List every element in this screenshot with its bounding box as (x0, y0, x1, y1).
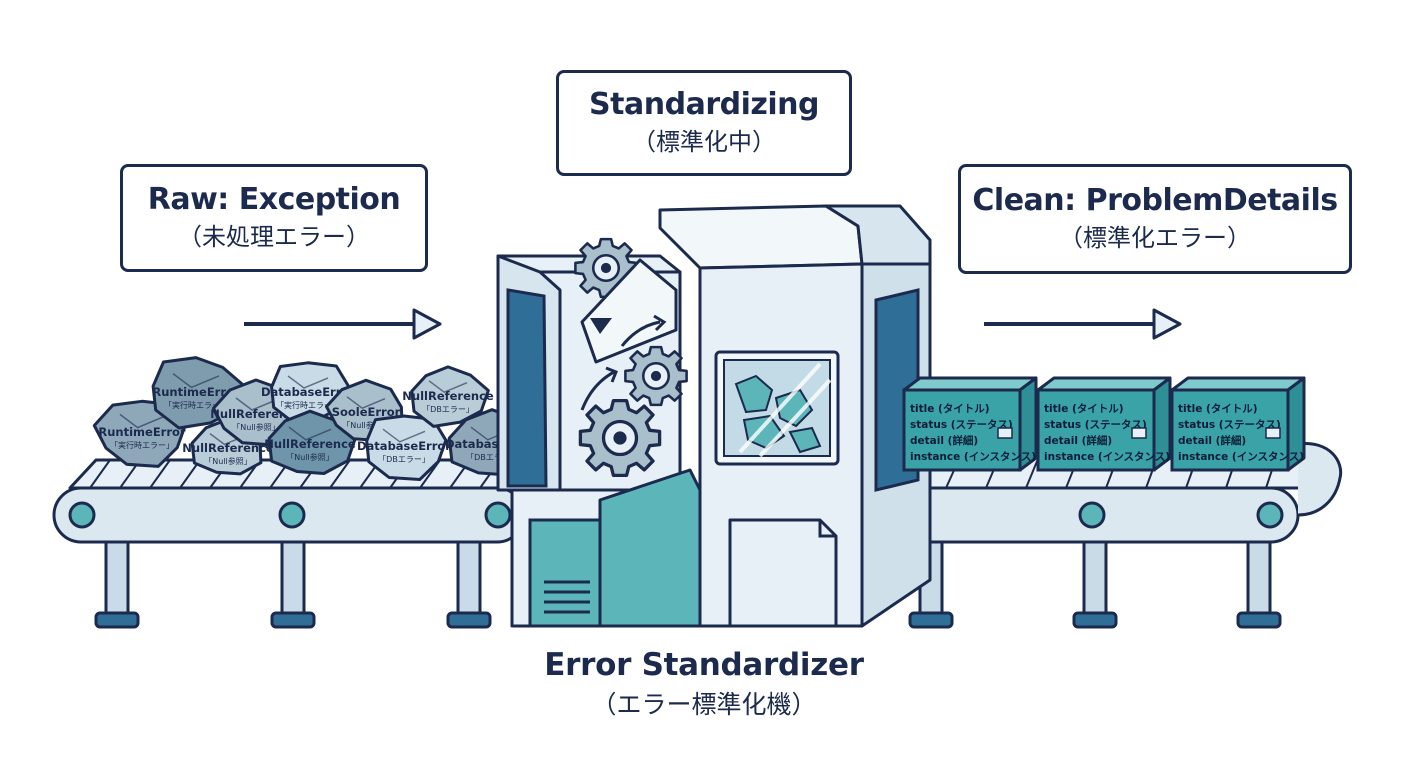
raw-error-note: 「DBエラー」 (422, 405, 474, 414)
raw-error-name: DatabaseError (261, 385, 355, 399)
id-card-icon (1265, 427, 1281, 439)
clean-label-title: Clean: ProblemDetails (972, 183, 1338, 219)
conveyor-left (52, 458, 526, 629)
problem-details-field: detail (詳細) (910, 434, 978, 447)
id-card-icon (997, 427, 1013, 439)
problem-details-field: detail (詳細) (1044, 434, 1112, 447)
problem-details-field: status (ステータス) (1178, 419, 1281, 431)
raw-error-rock: NullReference「Null参照」 (264, 409, 357, 475)
raw-error-name: RuntimeError (152, 385, 240, 399)
raw-error-name: NullReference (264, 437, 356, 451)
raw-error-name: DatabaseError (357, 439, 451, 453)
problem-details-box: title (タイトル) status (ステータス) detail (詳細) ins… (1170, 376, 1306, 472)
problem-details-field: instance (インスタンス) (910, 451, 1036, 463)
gear-icon (578, 398, 662, 478)
standardizing-label-subtitle: （標準化中） (632, 128, 776, 157)
arrow-in (244, 308, 442, 340)
standardizing-label-title: Standardizing (589, 87, 819, 123)
raw-error-rock: DatabaseError 「DBエラー」 (357, 414, 451, 481)
raw-error-note: 「実行時エラー」 (164, 400, 228, 410)
standardizing-label: Standardizing （標準化中） (556, 70, 852, 176)
raw-error-name: SooleError (332, 405, 401, 419)
arrow-out (984, 308, 1182, 340)
raw-error-note: 「Null参照」 (342, 420, 390, 430)
raw-error-note: 「Null参照」 (204, 456, 252, 466)
machine-caption-subtitle: （エラー標準化機） (591, 689, 817, 719)
problem-details-field: instance (インスタンス) (1178, 451, 1304, 463)
error-standardizer-machine (496, 204, 932, 628)
raw-error-note: 「Null参照」 (232, 422, 280, 432)
machine-caption: Error Standardizer （エラー標準化機） (470, 646, 938, 721)
clean-label-subtitle: （標準化エラー） (1059, 224, 1251, 253)
problem-details-field: title (タイトル) (1044, 403, 1124, 415)
raw-label-title: Raw: Exception (147, 182, 401, 218)
machine-caption-title: Error Standardizer (544, 647, 864, 683)
problem-details-field: title (タイトル) (910, 403, 990, 415)
gear-icon (624, 345, 688, 407)
problem-details-field: detail (詳細) (1178, 434, 1246, 447)
problem-details-field: status (ステータス) (910, 419, 1013, 431)
id-card-icon (1131, 427, 1147, 439)
raw-exception-label: Raw: Exception （未処理エラー） (120, 164, 428, 272)
raw-error-note: 「実行時エラー」 (110, 440, 174, 450)
raw-error-note: 「実行時エラー」 (276, 400, 340, 410)
problem-details-box: title (タイトル) status (ステータス) detail (詳細) ins… (902, 376, 1038, 472)
problem-details-field: instance (インスタンス) (1044, 451, 1170, 463)
raw-label-subtitle: （未処理エラー） (178, 223, 370, 252)
raw-error-name: NullReference (402, 389, 494, 403)
raw-errors: RuntimeError「実行時エラー」RuntimeError「実行時エラー」… (92, 356, 539, 481)
problem-details-field: status (ステータス) (1044, 419, 1147, 431)
raw-error-note: 「DBエラー」 (466, 453, 518, 462)
clean-problem-details-label: Clean: ProblemDetails （標準化エラー） (958, 164, 1352, 274)
raw-error-name: RuntimeError (98, 425, 186, 439)
raw-error-note: 「Null参照」 (286, 452, 334, 462)
clean-problem-details: title (タイトル) status (ステータス) detail (詳細) ins… (902, 376, 1306, 472)
problem-details-box: title (タイトル) status (ステータス) detail (詳細) ins… (1036, 376, 1172, 472)
raw-error-rock: NullReference 「DBエラー」 (402, 365, 494, 428)
raw-error-note: 「DBエラー」 (378, 455, 430, 464)
problem-details-field: title (タイトル) (1178, 403, 1258, 415)
